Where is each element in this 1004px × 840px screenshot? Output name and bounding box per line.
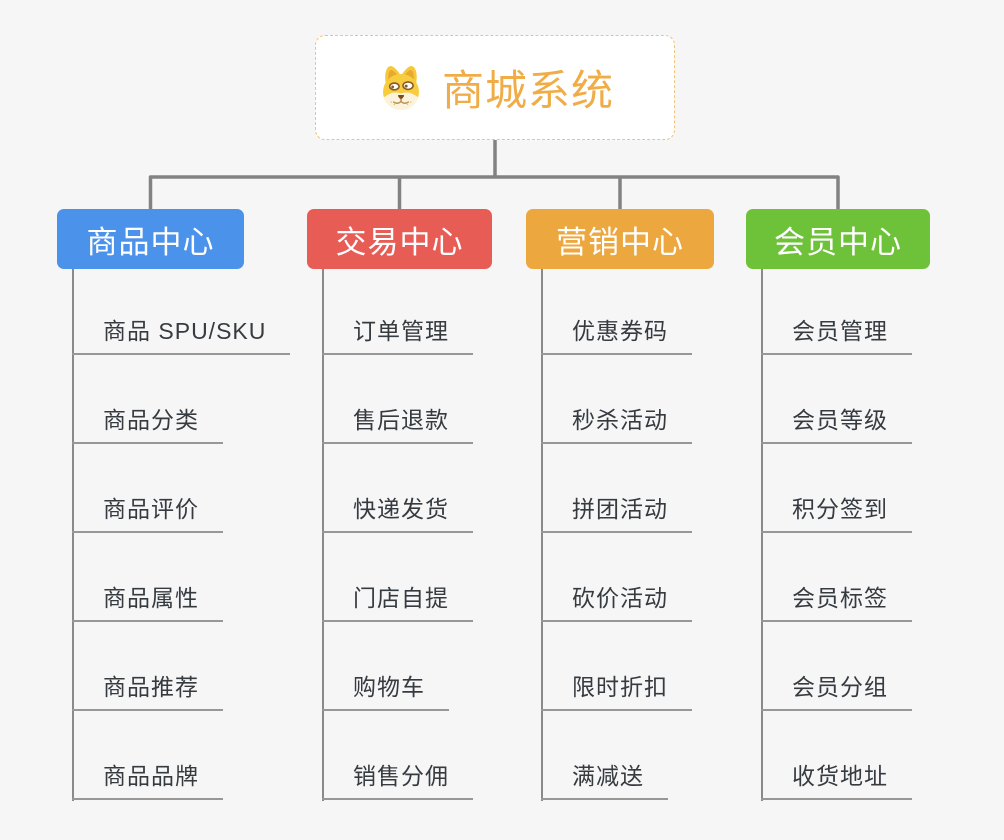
- branch-label: 交易中心: [335, 224, 464, 260]
- branch-node-marketing-center[interactable]: 营销中心: [526, 209, 714, 269]
- leaf-node[interactable]: 会员标签: [761, 583, 912, 622]
- branch-node-member-center[interactable]: 会员中心: [746, 209, 930, 269]
- leaf-node[interactable]: 商品推荐: [72, 672, 223, 711]
- leaf-node[interactable]: 砍价活动: [541, 583, 692, 622]
- leaf-node[interactable]: 售后退款: [322, 405, 473, 444]
- branch-children-line: [322, 269, 324, 801]
- leaf-node[interactable]: 销售分佣: [322, 761, 473, 800]
- leaf-node[interactable]: 商品品牌: [72, 761, 223, 800]
- leaf-node[interactable]: 满减送: [541, 761, 668, 800]
- dog-face-icon: [376, 62, 426, 114]
- leaf-node[interactable]: 拼团活动: [541, 494, 692, 533]
- leaf-node[interactable]: 商品 SPU/SKU: [72, 316, 291, 355]
- leaf-node[interactable]: 快递发货: [322, 494, 473, 533]
- root-title: 商城系统: [441, 67, 614, 114]
- leaf-node[interactable]: 订单管理: [322, 316, 473, 355]
- branch-children-line: [541, 269, 543, 801]
- branch-label: 营销中心: [556, 224, 684, 260]
- branch-node-product-center[interactable]: 商品中心: [57, 209, 244, 269]
- branch-label: 商品中心: [86, 224, 215, 260]
- branch-children-line: [72, 269, 74, 801]
- leaf-node[interactable]: 积分签到: [761, 494, 912, 533]
- branch-node-trade-center[interactable]: 交易中心: [307, 209, 492, 269]
- leaf-node[interactable]: 门店自提: [322, 583, 473, 622]
- branch-children-line: [761, 269, 763, 801]
- leaf-node[interactable]: 会员等级: [761, 405, 912, 444]
- leaf-node[interactable]: 商品评价: [72, 494, 223, 533]
- root-node-mall-system[interactable]: 商城系统: [315, 35, 675, 140]
- leaf-node[interactable]: 商品分类: [72, 405, 223, 444]
- leaf-node[interactable]: 限时折扣: [541, 672, 692, 711]
- leaf-node[interactable]: 购物车: [322, 672, 449, 711]
- leaf-node[interactable]: 会员管理: [761, 316, 912, 355]
- leaf-node[interactable]: 商品属性: [72, 583, 223, 622]
- leaf-node[interactable]: 会员分组: [761, 672, 912, 711]
- leaf-node[interactable]: 秒杀活动: [541, 405, 692, 444]
- branch-label: 会员中心: [774, 224, 902, 260]
- leaf-node[interactable]: 优惠券码: [541, 316, 692, 355]
- leaf-node[interactable]: 收货地址: [761, 761, 912, 800]
